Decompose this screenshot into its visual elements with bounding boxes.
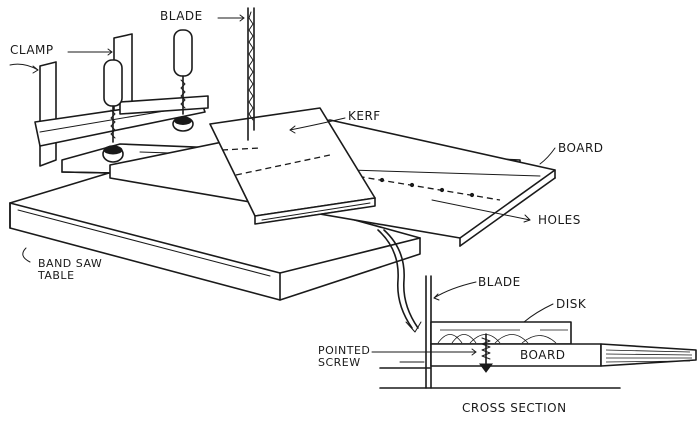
label-board-section: BOARD	[520, 348, 566, 362]
label-holes: HOLES	[538, 213, 581, 227]
label-disk: DISK	[556, 297, 587, 311]
label-band-saw-table-2: TABLE	[38, 269, 75, 282]
label-cross-section: CROSS SECTION	[462, 401, 567, 415]
label-pointed-screw-2: SCREW	[318, 356, 361, 369]
label-board: BOARD	[558, 141, 604, 155]
label-band-saw-table-1: BAND SAW	[38, 257, 103, 270]
label-kerf: KERF	[348, 109, 381, 123]
label-blade-section: BLADE	[478, 275, 521, 289]
label-clamp: CLAMP	[10, 43, 54, 57]
leader-lines	[9, 14, 556, 333]
label-blade-top: BLADE	[160, 9, 203, 23]
clamp	[34, 29, 209, 167]
cross-section-detail	[371, 275, 697, 389]
label-pointed-screw-1: POINTED	[318, 344, 371, 357]
saw-blade	[247, 7, 255, 141]
disk-piece	[209, 107, 376, 225]
